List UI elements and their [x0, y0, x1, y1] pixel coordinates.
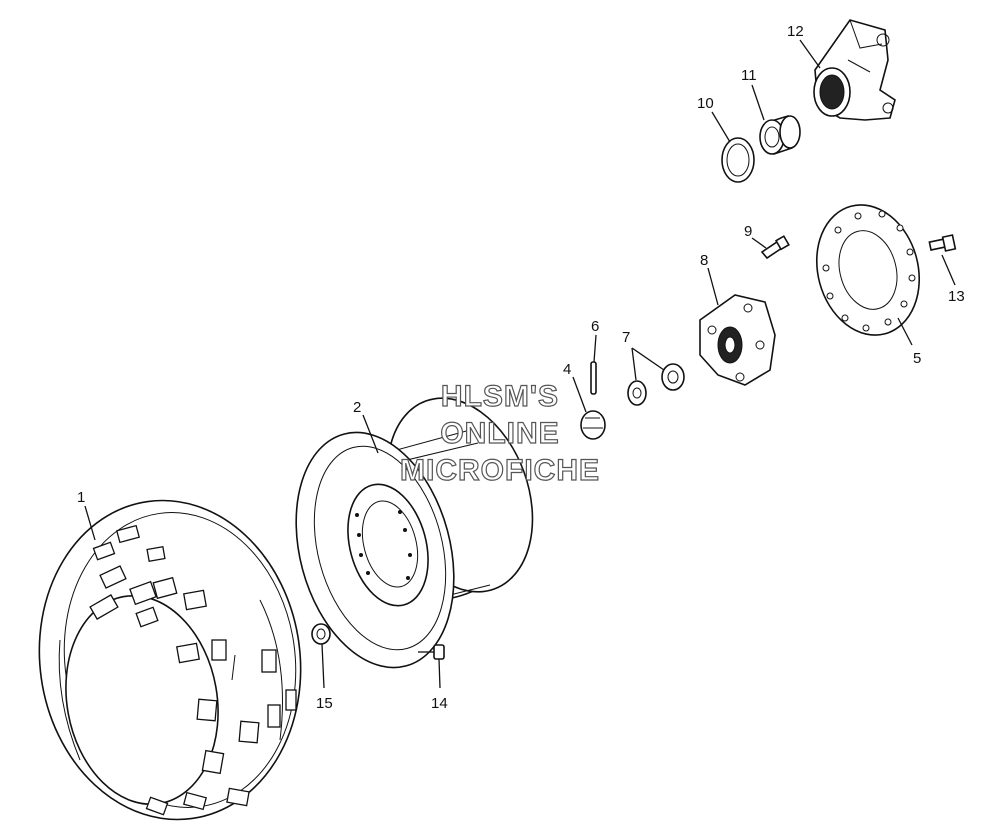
watermark-line-3: MICROFICHE	[400, 454, 600, 487]
callout-6: 6	[591, 318, 599, 335]
steering-knuckle	[813, 19, 896, 121]
watermark-line-1: HLSM'S	[441, 380, 559, 413]
wheel-hub	[699, 294, 776, 386]
washers	[627, 363, 685, 406]
watermark-line-2: ONLINE	[440, 417, 559, 450]
hub-bolt	[760, 235, 790, 260]
callout-4: 4	[563, 361, 571, 378]
callout-2: 2	[353, 399, 361, 416]
watermark: HLSM'S ONLINE MICROFICHE	[399, 379, 600, 487]
callout-1: 1	[77, 489, 85, 506]
callout-13: 13	[948, 288, 965, 305]
cotter-pin	[590, 361, 597, 395]
callout-14: 14	[431, 695, 448, 712]
callout-11: 11	[741, 67, 757, 84]
callout-7: 7	[622, 329, 630, 346]
snap-ring	[721, 137, 755, 183]
callout-9: 9	[744, 223, 752, 240]
hub-nut	[580, 410, 606, 440]
brake-disc	[815, 204, 921, 336]
disc-bolt	[928, 234, 957, 252]
callout-15: 15	[316, 695, 333, 712]
lug-nut	[311, 623, 331, 645]
wheel-stud	[418, 644, 445, 660]
tire	[38, 499, 302, 821]
leader-lines	[84, 39, 956, 689]
callout-8: 8	[700, 252, 708, 269]
wheel-rim	[295, 397, 534, 669]
callout-12: 12	[787, 23, 804, 40]
callout-5: 5	[913, 350, 921, 367]
wheel-bearing	[759, 114, 801, 156]
callout-10: 10	[697, 95, 714, 112]
